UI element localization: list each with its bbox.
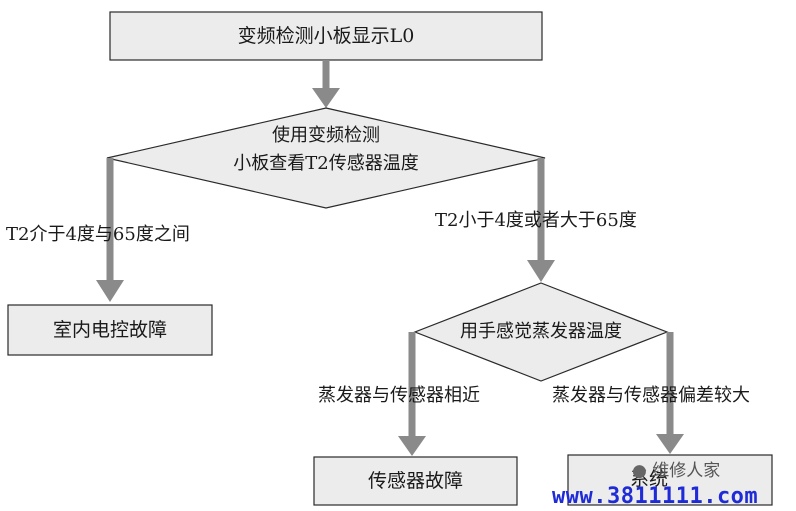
- wechat-icon: ●: [632, 461, 647, 481]
- edge-label-t2-between: T2介于4度与65度之间: [6, 224, 190, 245]
- indoor-fault-label: 室内电控故障: [52, 319, 167, 341]
- system-fault-box: [567, 454, 773, 506]
- edge-label-evap-close: 蒸发器与传感器相近: [318, 385, 480, 406]
- decision1-diamond: [106, 107, 546, 209]
- indoor-fault-box: [7, 304, 213, 356]
- edge-label-t2-outside: T2小于4度或者大于65度: [435, 210, 637, 231]
- arrowhead-branch2-left: [398, 436, 426, 456]
- system-fault-label: 系统: [629, 468, 668, 490]
- arrowhead-branch2-right: [656, 434, 684, 454]
- watermark-logo-text: 维修人家: [652, 461, 721, 481]
- start-box: [109, 11, 543, 61]
- start-box-label: 变频检测小板显示L0: [237, 25, 415, 47]
- decision1-label-line2: 小板查看T2传感器温度: [233, 153, 419, 174]
- watermark-url: www.3811111.com: [552, 484, 759, 509]
- watermark-logo: ● 维修人家: [632, 456, 720, 481]
- arrowhead-left-branch: [96, 280, 124, 302]
- decision2-diamond: [413, 282, 669, 382]
- arrowhead-start-to-decision1: [312, 88, 340, 108]
- sensor-fault-label: 传感器故障: [367, 470, 463, 492]
- decision1-label-line1: 使用变频检测: [272, 125, 380, 146]
- edge-label-evap-differ: 蒸发器与传感器偏差较大: [552, 385, 750, 406]
- arrowhead-right-branch: [527, 260, 555, 282]
- decision2-label: 用手感觉蒸发器温度: [460, 321, 622, 342]
- sensor-fault-box: [313, 456, 518, 506]
